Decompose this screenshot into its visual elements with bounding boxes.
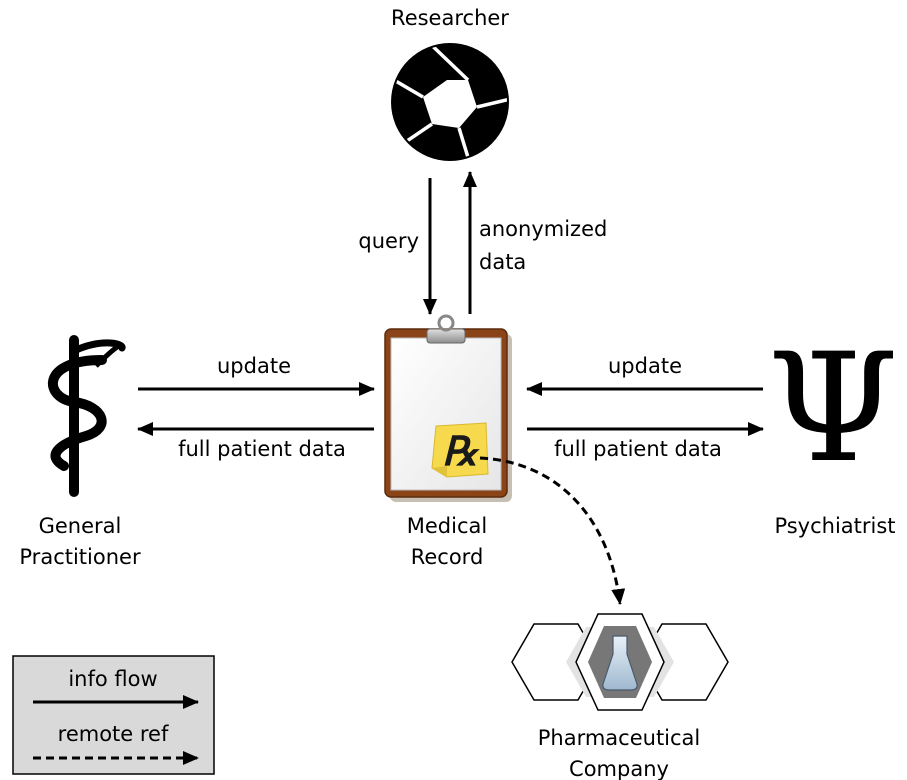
- pharmaceutical-company-node: Pharmaceutical Company: [511, 613, 729, 780]
- rx-glyph: ℞: [442, 428, 480, 475]
- hexagon-flask-icon: [511, 613, 729, 711]
- researcher-label: Researcher: [391, 6, 509, 30]
- gp-edges: update full patient data: [137, 354, 375, 461]
- psychiatrist-node: Ψ Psychiatrist: [767, 322, 899, 538]
- medical-record-label-line2: Record: [411, 545, 484, 569]
- query-label: query: [358, 229, 419, 253]
- legend-box: [12, 655, 215, 775]
- legend-info-flow-label: info flow: [68, 667, 157, 691]
- remote-ref-arrow: [479, 456, 626, 605]
- general-practitioner-node: General Practitioner: [19, 335, 141, 569]
- anonymized-data-label-line1: anonymized: [479, 217, 607, 241]
- anonymized-data-label-line2: data: [479, 250, 526, 274]
- psychiatrist-edges: update full patient data: [526, 354, 764, 461]
- general-practitioner-label-line1: General: [39, 514, 122, 538]
- pharmaceutical-company-label-line2: Company: [569, 757, 669, 780]
- pharmaceutical-company-label-line1: Pharmaceutical: [538, 726, 701, 750]
- psychiatrist-label: Psychiatrist: [774, 514, 895, 538]
- psych-update-label: update: [608, 354, 682, 378]
- legend: info flow remote ref: [12, 655, 215, 775]
- medical-record-node: ℞ Medical Record: [384, 314, 512, 569]
- psi-icon: Ψ: [767, 322, 899, 496]
- legend-remote-ref-label: remote ref: [58, 722, 169, 746]
- general-practitioner-label-line2: Practitioner: [19, 545, 141, 569]
- caduceus-icon: [47, 335, 126, 497]
- camera-aperture-icon: [391, 43, 509, 161]
- researcher-edges: query anonymized data: [358, 171, 607, 315]
- researcher-node: Researcher: [391, 6, 509, 161]
- medical-record-label-line1: Medical: [407, 514, 487, 538]
- gp-full-patient-data-label: full patient data: [178, 437, 346, 461]
- rx-sticky-note-icon: ℞: [431, 422, 489, 478]
- psych-full-patient-data-label: full patient data: [554, 437, 722, 461]
- gp-update-label: update: [217, 354, 291, 378]
